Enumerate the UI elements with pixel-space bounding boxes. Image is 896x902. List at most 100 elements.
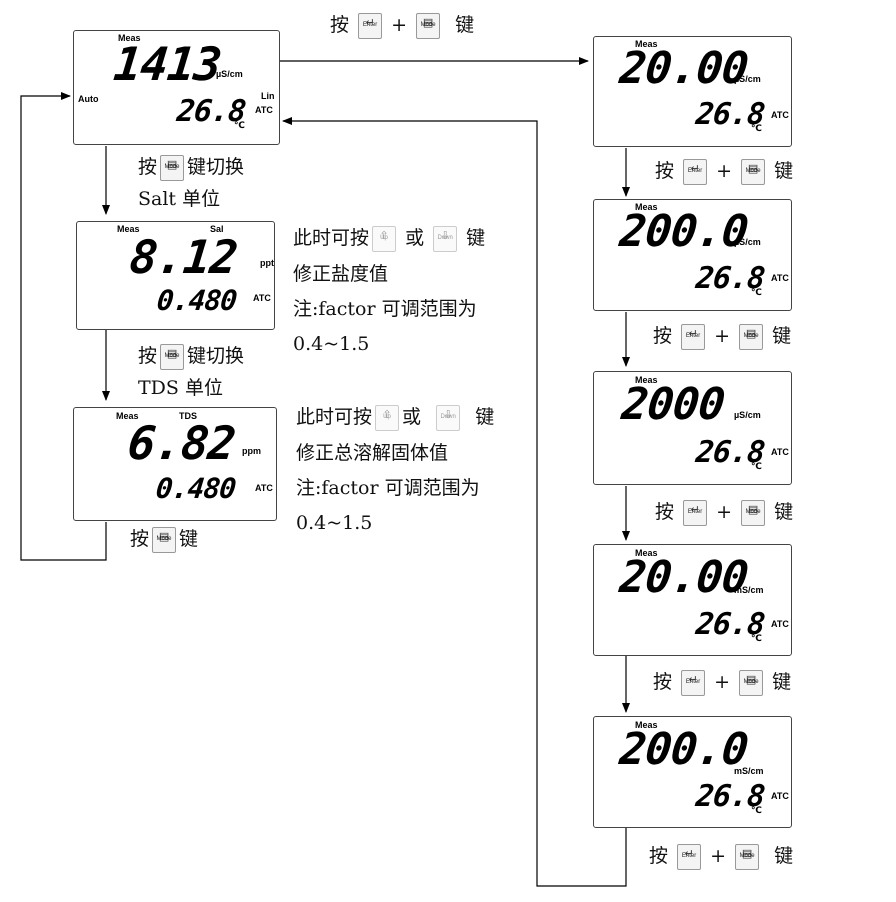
enter-key[interactable]: ↵Enter: [683, 500, 708, 526]
caption-r5-enter-mode: 按 ↵Enter + ▤Mode 键: [649, 844, 793, 870]
mode-icon: ▤: [166, 158, 178, 171]
unit-label: mS/cm: [734, 766, 764, 776]
lcd-range-5: Meas 200.0 mS/cm 26.8 ℃ ATC: [593, 716, 792, 828]
mode-key[interactable]: ▤Mode: [739, 670, 764, 696]
mode-icon: ▤: [747, 162, 759, 175]
enter-key[interactable]: ↵Enter: [358, 13, 383, 39]
meas-label: Meas: [116, 411, 139, 421]
mode-icon: ▤: [422, 16, 434, 29]
atc-label: ATC: [255, 105, 273, 115]
lcd-range-3: Meas 2000 µS/cm 26.8 ℃ ATC: [593, 371, 792, 485]
unit-label: µS/cm: [734, 410, 761, 420]
unit-label: µS/cm: [734, 74, 761, 84]
main-reading: 2000: [619, 379, 727, 430]
celsius-label: ℃: [751, 805, 762, 815]
up-icon: ⇧: [382, 408, 392, 421]
main-reading: 200.0: [617, 206, 751, 257]
up-key[interactable]: ⇧Up: [375, 405, 400, 431]
enter-icon: ↵: [688, 327, 698, 340]
arrow-r5-loop-back: [282, 117, 627, 887]
salinity-note-line1: 此时可按⇧Up 或 ⇩Down 键: [293, 226, 485, 252]
mode-key[interactable]: ▤Mode: [160, 344, 185, 370]
main-reading: 6.82: [125, 416, 238, 470]
lcd-range-2: Meas 200.0 µS/cm 26.8 ℃ ATC: [593, 199, 792, 311]
mode-key[interactable]: ▤Mode: [739, 324, 764, 350]
mode-icon: ▤: [741, 847, 753, 860]
atc-label: ATC: [771, 110, 789, 120]
enter-key[interactable]: ↵Enter: [683, 159, 708, 185]
enter-key[interactable]: ↵Enter: [681, 670, 706, 696]
enter-icon: ↵: [688, 673, 698, 686]
mode-key[interactable]: ▤Mode: [735, 844, 760, 870]
caption-salt-unit: Salt 单位: [138, 188, 221, 210]
caption-r4-enter-mode: 按 ↵Enter + ▤Mode 键: [653, 670, 791, 696]
lcd-conductivity: Meas 1413 µS/cm Auto Lin ATC 26.8 ℃: [73, 30, 280, 145]
unit-label: µS/cm: [734, 237, 761, 247]
unit-label: ppt: [260, 258, 274, 268]
enter-icon: ↵: [690, 503, 700, 516]
main-reading: 200.0: [617, 724, 751, 775]
atc-label: ATC: [771, 447, 789, 457]
caption-r2-enter-mode: 按 ↵Enter + ▤Mode 键: [653, 324, 791, 350]
main-reading: 20.00: [617, 552, 751, 603]
celsius-label: ℃: [751, 287, 762, 297]
down-icon: ⇩: [440, 229, 450, 242]
atc-label: ATC: [771, 273, 789, 283]
enter-icon: ↵: [684, 847, 694, 860]
mode-icon: ▤: [158, 530, 170, 543]
meas-label: Meas: [635, 548, 658, 558]
meas-label: Meas: [635, 720, 658, 730]
mode-icon: ▤: [166, 347, 178, 360]
caption-r3-enter-mode: 按 ↵Enter + ▤Mode 键: [655, 500, 793, 526]
atc-label: ATC: [255, 483, 273, 493]
mode-icon: ▤: [747, 503, 759, 516]
meas-label: Meas: [635, 39, 658, 49]
salinity-note-line4: 0.4~1.5: [293, 333, 370, 355]
caption-tds-unit: TDS 单位: [138, 377, 223, 399]
lcd-salinity: Meas Sal 8.12 ppt 0.480 ATC: [76, 221, 275, 330]
mode-key[interactable]: ▤Mode: [416, 13, 441, 39]
meas-label: Meas: [635, 375, 658, 385]
up-key[interactable]: ⇧Up: [372, 226, 397, 252]
lcd-tds: Meas TDS 6.82 ppm 0.480 ATC: [73, 407, 277, 521]
auto-label: Auto: [78, 94, 99, 104]
meas-label: Meas: [118, 33, 141, 43]
enter-key[interactable]: ↵Enter: [681, 324, 706, 350]
mode-icon: ▤: [745, 327, 757, 340]
enter-key[interactable]: ↵Enter: [677, 844, 702, 870]
unit-label: ppm: [242, 446, 261, 456]
unit-label: µS/cm: [216, 69, 243, 79]
mode-key[interactable]: ▤Mode: [741, 159, 766, 185]
sal-mode-label: Sal: [210, 224, 224, 234]
factor-reading: 0.480: [154, 472, 238, 505]
celsius-label: ℃: [751, 461, 762, 471]
down-key[interactable]: ⇩Down: [436, 405, 461, 431]
atc-label: ATC: [771, 791, 789, 801]
factor-reading: 0.480: [155, 284, 239, 317]
enter-icon: ↵: [365, 16, 375, 29]
up-icon: ⇧: [379, 229, 389, 242]
down-icon: ⇩: [443, 408, 453, 421]
meas-label: Meas: [117, 224, 140, 234]
mode-key[interactable]: ▤Mode: [741, 500, 766, 526]
salinity-note-line3: 注:factor 可调范围为: [293, 298, 477, 320]
celsius-label: ℃: [751, 633, 762, 643]
arrow-tds-loop-back: [20, 92, 107, 561]
caption-r1-enter-mode: 按 ↵Enter + ▤Mode 键: [655, 159, 793, 185]
main-reading: 8.12: [127, 230, 240, 284]
lin-label: Lin: [261, 91, 275, 101]
main-reading: 20.00: [617, 43, 751, 94]
atc-label: ATC: [771, 619, 789, 629]
mode-key[interactable]: ▤Mode: [152, 527, 177, 553]
unit-label: mS/cm: [734, 585, 764, 595]
tds-note-line4: 0.4~1.5: [296, 512, 373, 534]
meas-label: Meas: [635, 202, 658, 212]
mode-icon: ▤: [745, 673, 757, 686]
down-key[interactable]: ⇩Down: [433, 226, 458, 252]
lcd-range-1: Meas 20.00 µS/cm 26.8 ℃ ATC: [593, 36, 792, 147]
tds-mode-label: TDS: [179, 411, 197, 421]
mode-key[interactable]: ▤Mode: [160, 155, 185, 181]
